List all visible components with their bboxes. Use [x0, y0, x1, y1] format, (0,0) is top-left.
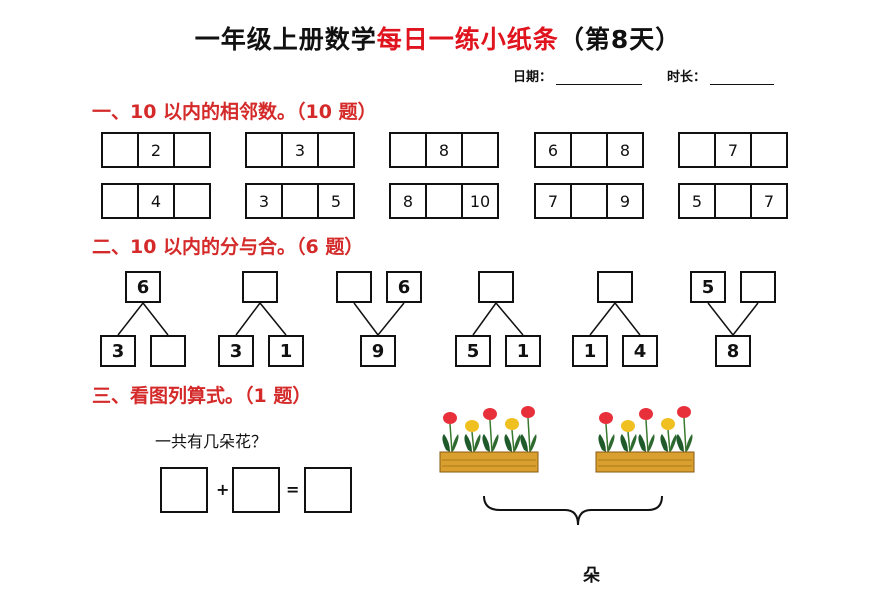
- title-highlight: 每日一练小纸条: [376, 25, 559, 54]
- date-label: 日期：: [513, 70, 553, 85]
- split-box: 8: [715, 335, 751, 367]
- number-box: 4: [139, 185, 175, 217]
- split-box: 1: [505, 335, 541, 367]
- number-box[interactable]: [283, 185, 319, 217]
- number-box: 8: [391, 185, 427, 217]
- number-box[interactable]: [716, 185, 752, 217]
- number-box: 7: [763, 191, 775, 211]
- number-box[interactable]: [391, 134, 427, 166]
- number-box: 8: [427, 134, 463, 166]
- section-1-heading: 一、10 以内的相邻数。（10 题）: [92, 101, 377, 123]
- duration-label: 时长：: [667, 70, 707, 85]
- answer-box-2[interactable]: [232, 467, 280, 513]
- title-main: 一年级上册数学: [194, 25, 377, 54]
- number-box[interactable]: [572, 185, 608, 217]
- equals-sign: =: [286, 480, 300, 499]
- neighbor-group: 8 10: [389, 183, 499, 219]
- neighbor-group: 4: [101, 183, 211, 219]
- split-box[interactable]: [336, 271, 372, 303]
- answer-box-3[interactable]: [304, 467, 352, 513]
- answer-box-1[interactable]: [160, 467, 208, 513]
- section-3-heading: 三、看图列算式。（1 题）: [92, 385, 312, 407]
- number-box[interactable]: [247, 134, 283, 166]
- split-box: 1: [268, 335, 304, 367]
- date-field[interactable]: 日期：: [513, 66, 643, 85]
- split-box: 6: [125, 271, 161, 303]
- flower-picture: [439, 406, 695, 526]
- split-box: 6: [386, 271, 422, 303]
- number-box: 3: [247, 185, 283, 217]
- split-box[interactable]: [597, 271, 633, 303]
- number-box: 3: [283, 134, 319, 166]
- split-box[interactable]: [478, 271, 514, 303]
- split-box: 3: [100, 335, 136, 367]
- number-box[interactable]: [680, 134, 716, 166]
- number-box: 9: [619, 191, 631, 211]
- split-box: 5: [455, 335, 491, 367]
- number-box: 6: [536, 134, 572, 166]
- number-box[interactable]: [103, 185, 139, 217]
- number-box[interactable]: [427, 185, 463, 217]
- brace-icon: [483, 495, 663, 526]
- number-box: 2: [139, 134, 175, 166]
- number-box: 5: [680, 185, 716, 217]
- question-text: 一共有几朵花？: [155, 432, 268, 451]
- number-box: 7: [536, 185, 572, 217]
- number-box: 5: [330, 191, 342, 211]
- number-box: 10: [469, 191, 491, 211]
- number-box[interactable]: [572, 134, 608, 166]
- number-box[interactable]: [103, 134, 139, 166]
- split-box: 9: [360, 335, 396, 367]
- page-title: 一年级上册数学每日一练小纸条（第8天）: [0, 20, 876, 56]
- split-box: 4: [622, 335, 658, 367]
- split-box[interactable]: [242, 271, 278, 303]
- number-box: 7: [716, 134, 752, 166]
- neighbor-group: 7: [678, 132, 788, 168]
- title-day: （第8天）: [558, 25, 682, 54]
- unit-label: 朵: [583, 566, 600, 586]
- section-2-heading: 二、10 以内的分与合。（6 题）: [92, 236, 364, 258]
- split-box[interactable]: [740, 271, 776, 303]
- split-box[interactable]: [150, 335, 186, 367]
- split-box: 1: [572, 335, 608, 367]
- neighbor-group: 8: [389, 132, 499, 168]
- neighbor-group: 3: [245, 132, 355, 168]
- number-box: 8: [619, 140, 631, 160]
- duration-field[interactable]: 时长：: [667, 66, 775, 85]
- plus-sign: +: [216, 480, 230, 499]
- neighbor-group: 2: [101, 132, 211, 168]
- split-box: 3: [218, 335, 254, 367]
- split-box: 5: [690, 271, 726, 303]
